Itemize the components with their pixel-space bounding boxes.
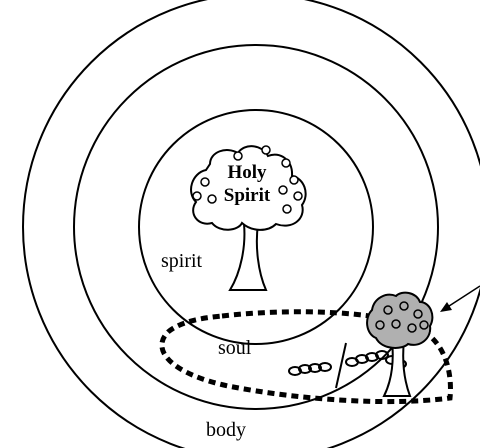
fruit-circle — [282, 159, 290, 167]
small-fruit-circle — [384, 306, 392, 314]
fruit-circle — [279, 186, 287, 194]
small-fruit-circle — [414, 310, 422, 318]
small-fruit-circle — [400, 302, 408, 310]
fruit-circle — [193, 192, 201, 200]
small-fruit-circle — [392, 320, 400, 328]
small-tree — [367, 293, 432, 396]
tree-trunk — [230, 224, 266, 290]
holy-spirit-tree: Holy Spirit — [191, 146, 306, 290]
tree-label-spirit: Spirit — [224, 185, 271, 206]
body-label: body — [206, 419, 246, 441]
small-fruit-circle — [408, 324, 416, 332]
small-fruit-circle — [420, 321, 428, 329]
fruit-circle — [234, 152, 242, 160]
tree-label-holy: Holy — [227, 162, 267, 183]
fruit-circle — [262, 146, 270, 154]
fruit-circle — [290, 176, 298, 184]
chain-break-line — [336, 343, 346, 388]
broken-chain — [289, 343, 406, 388]
fruit-circle — [283, 205, 291, 213]
spirit-label: spirit — [161, 250, 203, 272]
soul-label: soul — [218, 337, 252, 359]
fruit-circle — [201, 178, 209, 186]
fruit-circle — [208, 195, 216, 203]
fruit-circle — [294, 192, 302, 200]
small-fruit-circle — [376, 321, 384, 329]
